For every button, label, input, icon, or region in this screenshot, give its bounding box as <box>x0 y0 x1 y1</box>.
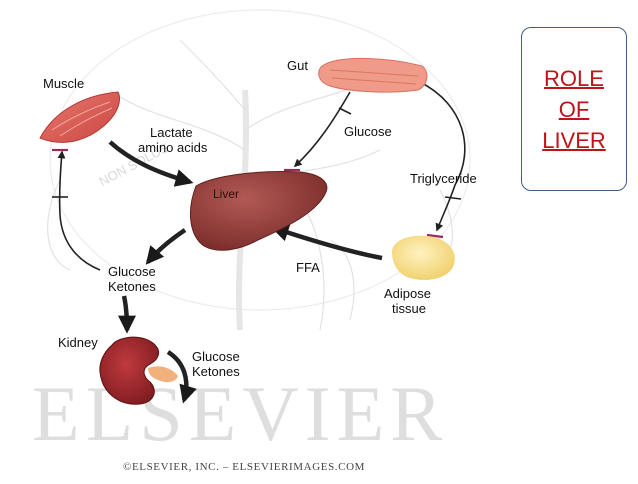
arrow-gut-to-liver <box>293 91 351 168</box>
glucose-ketones-kidney-line2: Ketones <box>192 364 240 379</box>
muscle-label: Muscle <box>43 76 84 91</box>
arrow-liver-to-glucose <box>145 228 187 265</box>
glucose-gut-label: Glucose <box>344 124 392 139</box>
title-line-of: OF <box>558 96 590 122</box>
kidney-label: Kidney <box>58 335 98 350</box>
lactate-label-line1: Lactate <box>150 125 193 140</box>
arrow-kidney-excretion <box>166 350 197 404</box>
title-box: ROLE OF LIVER <box>521 27 627 191</box>
glucose-ketones-left-line1: Glucose <box>108 264 156 279</box>
glucose-ketones-kidney-line1: Glucose <box>192 349 240 364</box>
gut-organ <box>318 57 428 93</box>
ffa-label: FFA <box>296 260 320 275</box>
arrow-muscle-to-liver <box>108 140 194 187</box>
muscle-organ <box>39 91 121 143</box>
arrow-glucose-to-muscle <box>57 150 101 271</box>
watermark-brand: ELSEVIER <box>32 370 448 457</box>
regulation-marks <box>52 107 462 200</box>
triglyceride-label: Triglyceride <box>410 171 477 186</box>
liver-organ <box>190 171 328 251</box>
liver-label: Liver <box>213 187 239 201</box>
receptor-marks <box>52 148 444 239</box>
lactate-label-line2: amino acids <box>138 140 208 155</box>
arrow-adipose-to-liver <box>270 224 383 261</box>
adipose-organ <box>392 235 455 280</box>
arrow-glucose-to-kidney <box>117 295 136 334</box>
adipose-label-line2: tissue <box>392 301 426 316</box>
title-line-liver: LIVER <box>542 127 606 153</box>
adipose-label-line1: Adipose <box>384 286 431 301</box>
pathway-arrows <box>57 81 466 404</box>
kidney-organ <box>99 336 178 405</box>
title-line-role: ROLE <box>544 65 604 91</box>
glucose-ketones-left-line2: Ketones <box>108 279 156 294</box>
copyright-text: ©ELSEVIER, INC. – ELSEVIERIMAGES.COM <box>122 461 365 473</box>
gut-label: Gut <box>287 58 308 73</box>
arrow-gut-to-adipose <box>419 81 466 232</box>
